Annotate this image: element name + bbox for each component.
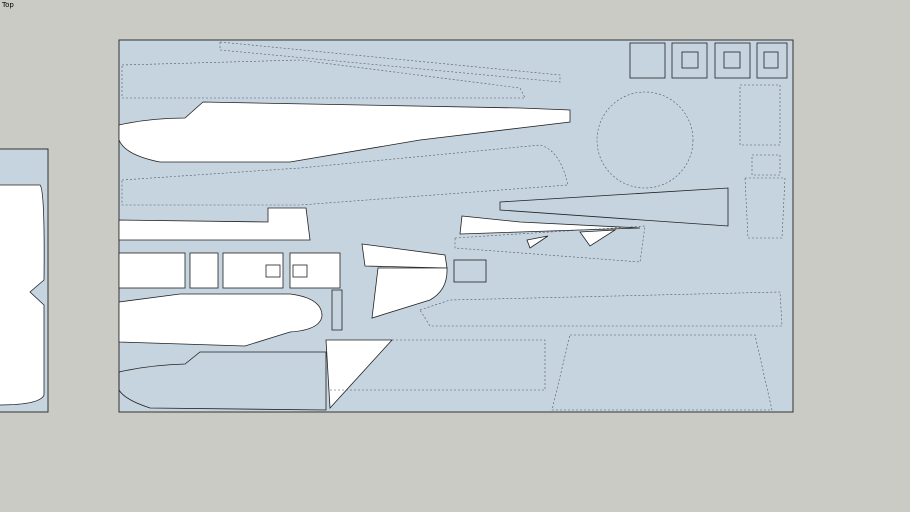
left-sheet[interactable] [0,148,49,413]
main-sheet[interactable] [118,39,794,413]
view-name-label: Top [2,1,14,9]
